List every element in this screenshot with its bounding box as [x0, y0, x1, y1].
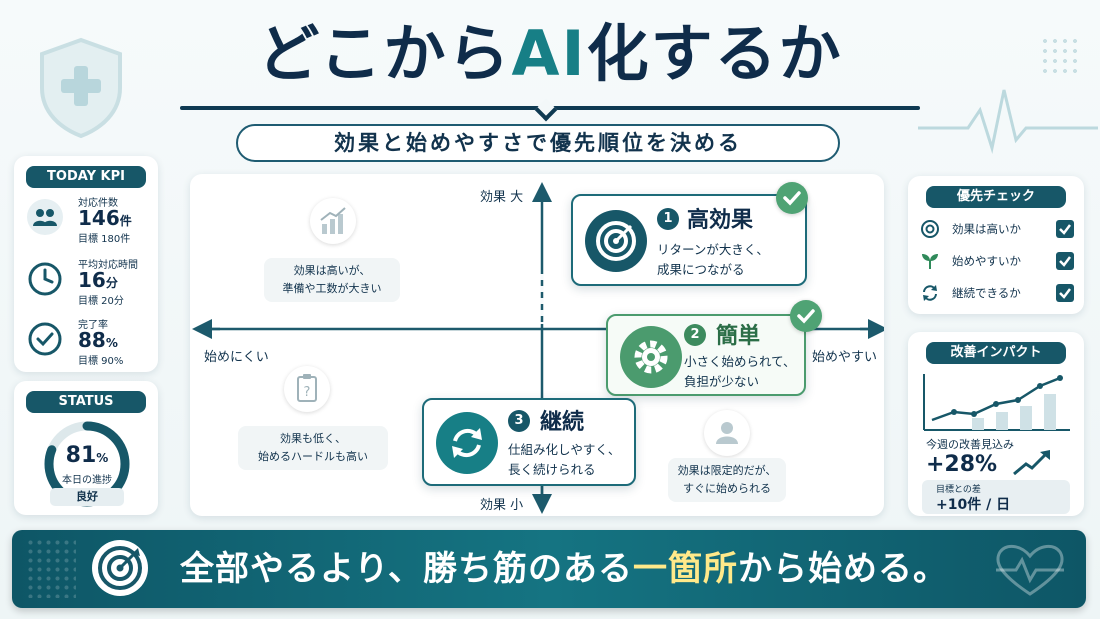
checkbox-checked[interactable]: [1056, 252, 1074, 270]
card-easy[interactable]: 2 簡単 小さく始められて、 負担が少ない: [606, 314, 806, 396]
title-notch: [534, 98, 558, 122]
kpi-label: 完了率: [78, 320, 108, 331]
heart-pulse-icon: [996, 545, 1064, 596]
people-icon: [27, 199, 63, 235]
gear-icon: [620, 326, 682, 388]
priority-item[interactable]: 効果は高いか: [920, 218, 1076, 240]
quadrant-bottom-right: 効果は限定的だが、 すぐに始められる: [668, 458, 786, 502]
kpi-label: 対応件数: [78, 198, 118, 209]
status-panel: STATUS 81% 本日の進捗 良好: [14, 381, 158, 515]
target-icon: [92, 540, 148, 596]
priority-label: 始めやすいか: [952, 254, 1021, 268]
title-accent: AI: [511, 17, 587, 90]
status-caption: 本日の進捗: [62, 475, 112, 486]
impact-panel: 改善インパクト 今週の改善見込み +28% 目標との差 +10件 / 日: [908, 332, 1084, 516]
card-high-effect[interactable]: 1 高効果 リターンが大きく、 成果につながる: [571, 194, 807, 286]
page-title: どこからAI化するか: [0, 14, 1100, 94]
card-desc-line2: 長く続けられる: [508, 462, 596, 477]
banner-highlight: 一箇所: [632, 549, 738, 589]
today-kpi-panel: TODAY KPI 対応件数 146件 目標 180件 平均対応時間 16分 目…: [14, 156, 158, 372]
bottom-banner: 全部やるより、勝ち筋のある一箇所から始める。: [12, 530, 1086, 608]
priority-check-panel: 優先チェック 効果は高いか 始めやすいか 継続できるか: [908, 176, 1084, 314]
quadrant-bottom-left: 効果も低く、 始めるハードルも高い: [238, 426, 388, 470]
pulse-line-icon: [918, 89, 1098, 154]
kpi-value: 88%: [78, 328, 118, 352]
card-desc-line1: 仕組み化しやすく、: [508, 442, 621, 457]
refresh-icon: [436, 412, 498, 474]
card-desc-line1: 小さく始められて、: [684, 354, 796, 369]
target-icon: [585, 210, 647, 272]
priority-item[interactable]: 継続できるか: [920, 282, 1076, 304]
status-header: STATUS: [26, 391, 146, 413]
status-badge: 良好: [50, 488, 124, 506]
kpi-item-time: 平均対応時間 16分 目標 20分: [24, 256, 154, 308]
quadrant-top-left: 効果は高いが、 準備や工数が大きい: [264, 258, 400, 302]
kpi-item-count: 対応件数 146件 目標 180件: [24, 194, 154, 246]
decor-dots: [1040, 36, 1080, 76]
impact-mini-chart: [923, 374, 1070, 431]
growth-chart-icon: [310, 198, 356, 244]
axis-label-left: 始めにくい: [204, 350, 269, 365]
kpi-header: TODAY KPI: [26, 166, 146, 188]
checkbox-checked[interactable]: [1056, 284, 1074, 302]
clipboard-question-icon: ?: [284, 366, 330, 412]
card-number: 2: [684, 324, 706, 346]
shield-icon: [40, 37, 122, 139]
card-desc-line2: 成果につながる: [657, 262, 745, 277]
card-continuous[interactable]: 3 継続 仕組み化しやすく、 長く続けられる: [422, 398, 636, 486]
card-title: 簡単: [716, 324, 761, 349]
priority-label: 継続できるか: [952, 286, 1021, 300]
check-badge-icon: [790, 300, 822, 332]
banner-message: 全部やるより、勝ち筋のある一箇所から始める。: [180, 549, 948, 589]
card-desc-line2: 負担が少ない: [684, 374, 760, 389]
title-part1: どこから: [257, 17, 512, 90]
decor-dots: [26, 538, 76, 598]
kpi-target: 目標 20分: [78, 296, 124, 307]
axis-label-bottom: 効果 小: [480, 498, 524, 513]
subtitle: 効果と始めやすさで優先順位を決める: [236, 124, 840, 162]
kpi-target: 目標 180件: [78, 234, 131, 245]
kpi-target: 目標 90%: [78, 356, 124, 367]
clock-icon: [28, 262, 62, 296]
sprout-icon: [922, 254, 938, 269]
card-number: 1: [657, 208, 679, 230]
card-title: 継続: [540, 410, 585, 435]
person-icon: [704, 410, 750, 456]
check-circle-icon: [28, 322, 62, 356]
refresh-icon: [923, 285, 937, 301]
title-part2: 化するか: [586, 17, 843, 90]
check-badge-icon: [776, 182, 808, 214]
axis-label-top: 効果 大: [480, 190, 524, 205]
impact-diff-box: 目標との差 +10件 / 日: [922, 480, 1070, 514]
card-number: 3: [508, 410, 530, 432]
kpi-label: 平均対応時間: [78, 260, 138, 271]
impact-diff-label: 目標との差: [936, 485, 981, 495]
priority-item[interactable]: 始めやすいか: [920, 250, 1076, 272]
card-title: 高効果: [687, 208, 754, 233]
impact-header: 改善インパクト: [926, 342, 1066, 364]
priority-label: 効果は高いか: [952, 222, 1021, 236]
target-icon: [921, 220, 939, 238]
priority-header: 優先チェック: [926, 186, 1066, 208]
impact-label: 今週の改善見込み: [926, 438, 1014, 451]
card-desc-line1: リターンが大きく、: [657, 242, 769, 257]
svg-text:?: ?: [304, 385, 311, 400]
status-value: 81%: [65, 443, 109, 468]
kpi-value: 146件: [78, 206, 132, 230]
impact-value: +28%: [926, 452, 998, 477]
kpi-value: 16分: [78, 268, 118, 292]
impact-diff-value: +10件 / 日: [936, 497, 1011, 513]
kpi-item-completion: 完了率 88% 目標 90%: [24, 316, 154, 368]
trend-up-icon: [1013, 450, 1050, 476]
checkbox-checked[interactable]: [1056, 220, 1074, 238]
axis-label-right: 始めやすい: [812, 350, 878, 365]
